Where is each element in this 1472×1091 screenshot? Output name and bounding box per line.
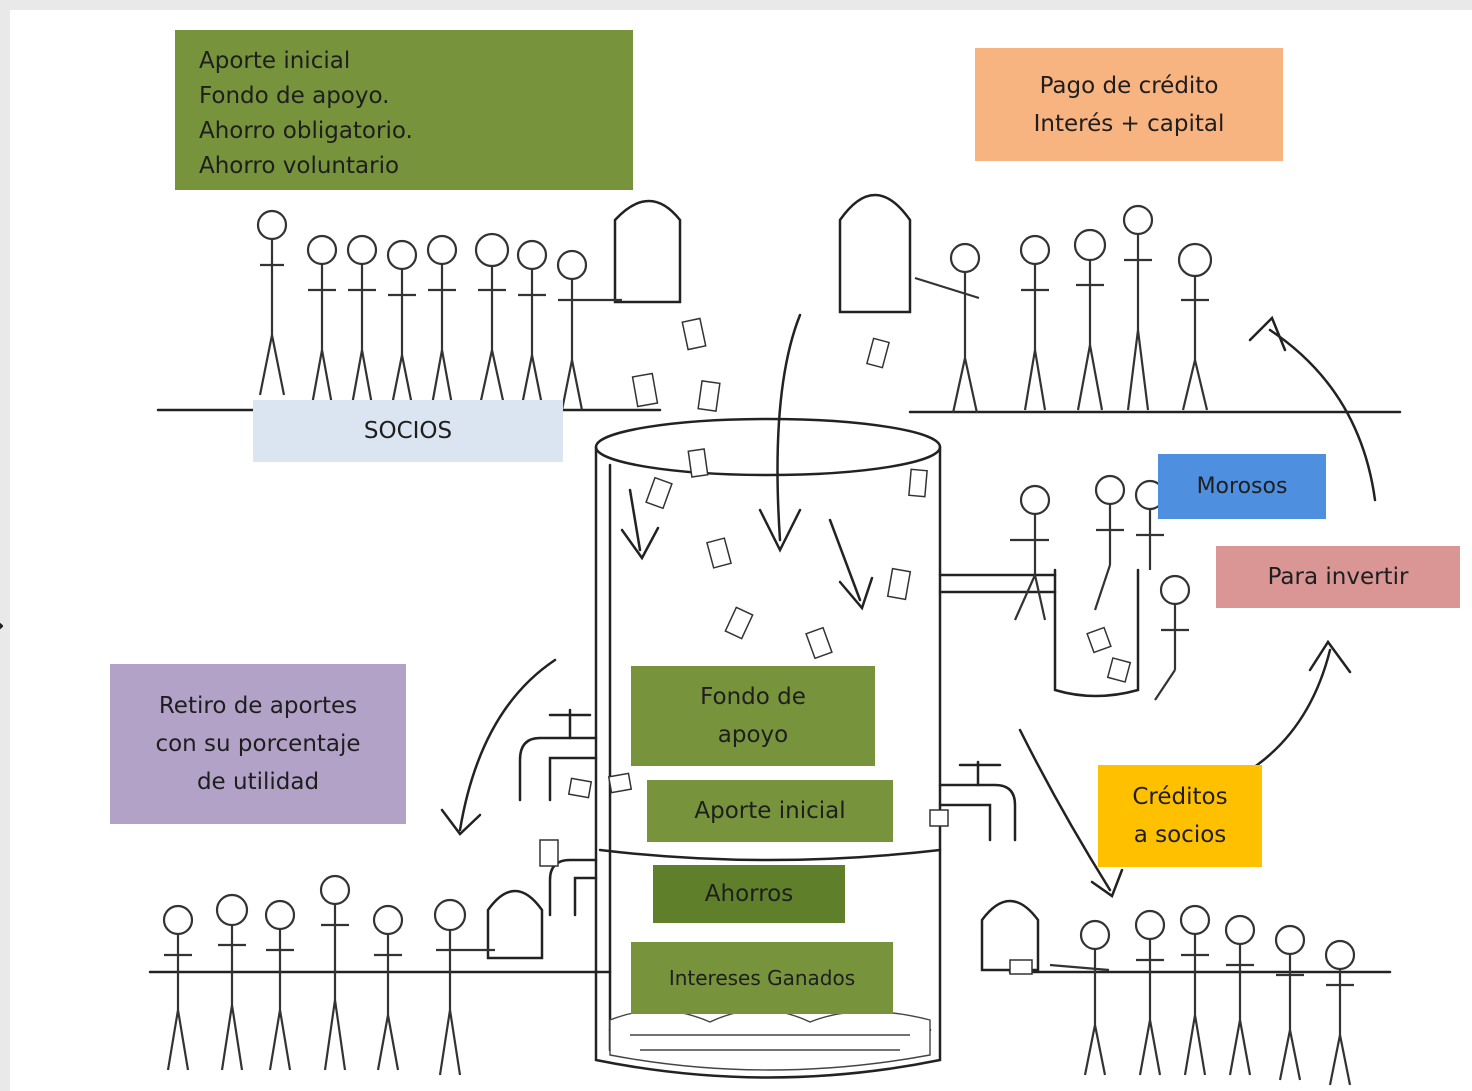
contribution-voluntary-savings: Ahorro voluntario xyxy=(199,153,400,179)
initial-contribution-label: Aporte inicial xyxy=(694,798,846,824)
people-defaulters xyxy=(1010,474,1191,701)
arrow-into-barrel xyxy=(776,313,802,542)
curved-arrow-return-top xyxy=(1268,328,1377,502)
slide-frame: Aporte inicial Fondo de apoyo. Ahorro ob… xyxy=(10,10,1472,1091)
initial-contribution-box: Aporte inicial xyxy=(647,780,893,842)
people-queue-bottom-left xyxy=(162,874,495,1076)
member-credits-line-1: Créditos xyxy=(1132,784,1228,810)
teller-window-top-left xyxy=(613,199,682,304)
withdrawal-line-2: con su porcentaje xyxy=(155,731,361,757)
members-label: SOCIOS xyxy=(363,418,453,444)
support-fund-line-1: Fondo de xyxy=(700,684,806,710)
teller-window-top-right xyxy=(838,193,912,314)
arrow-into-barrel-right xyxy=(828,518,862,602)
loan-payment-box: Pago de crédito Interés + capital xyxy=(975,48,1283,161)
support-fund-line-2: apoyo xyxy=(717,722,789,748)
curved-arrow-credit xyxy=(1018,728,1112,892)
contribution-initial: Aporte inicial xyxy=(199,48,351,74)
contribution-mandatory-savings: Ahorro obligatorio. xyxy=(199,118,413,144)
member-credits-line-2: a socios xyxy=(1133,822,1227,848)
withdrawal-box: Retiro de aportes con su porcentaje de u… xyxy=(110,664,406,824)
loan-payment-detail: Interés + capital xyxy=(1033,110,1225,137)
teller-window-bottom-right xyxy=(980,899,1040,972)
money-notes xyxy=(539,317,1132,975)
support-fund-box: Fondo de apoyo xyxy=(631,666,875,766)
members-box: SOCIOS xyxy=(253,400,563,462)
people-queue-top-left xyxy=(256,209,622,411)
right-faucet-drawing xyxy=(938,760,1017,842)
savings-barrel-illustration xyxy=(148,193,1402,1086)
chevron-right-icon[interactable]: › xyxy=(0,608,6,642)
contribution-support-fund: Fondo de apoyo. xyxy=(199,83,390,109)
arrow-into-barrel-left xyxy=(628,488,642,552)
defaulters-label: Morosos xyxy=(1196,473,1288,499)
interest-earned-label: Intereses Ganados xyxy=(668,966,856,990)
savings-box: Ahorros xyxy=(653,865,845,923)
curved-arrow-invest xyxy=(1248,648,1332,772)
people-queue-top-right xyxy=(914,204,1213,414)
curved-arrow-withdrawal xyxy=(458,658,557,832)
to-invest-label: Para invertir xyxy=(1267,564,1409,590)
withdrawal-line-3: de utilidad xyxy=(196,769,320,795)
left-faucets-drawing xyxy=(518,708,598,917)
savings-label: Ahorros xyxy=(704,881,794,907)
contributions-box: Aporte inicial Fondo de apoyo. Ahorro ob… xyxy=(175,30,633,190)
defaulters-box: Morosos xyxy=(1158,454,1326,519)
teller-window-bottom-left xyxy=(486,889,544,960)
interest-earned-box: Intereses Ganados xyxy=(631,942,893,1014)
barrel-money-pile xyxy=(609,1009,931,1071)
withdrawal-line-1: Retiro de aportes xyxy=(158,693,358,719)
loan-payment-title: Pago de crédito xyxy=(1039,72,1219,99)
to-invest-box: Para invertir xyxy=(1216,546,1460,608)
people-queue-bottom-right xyxy=(1049,904,1356,1086)
member-credits-box: Créditos a socios xyxy=(1098,765,1262,867)
